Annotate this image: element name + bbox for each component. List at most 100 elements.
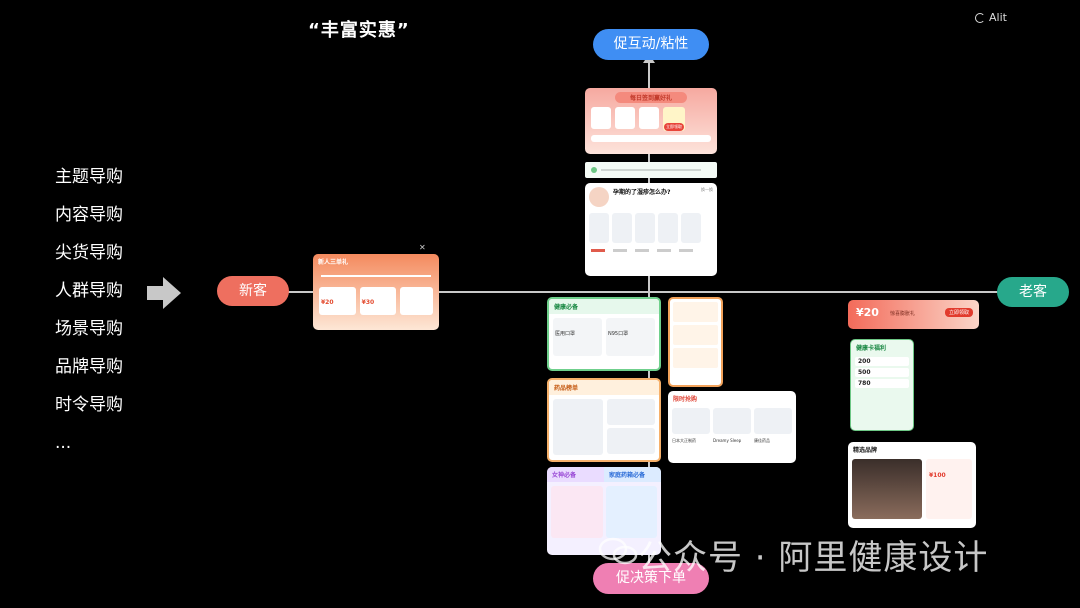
health-product-name: 医用口罩 <box>555 331 576 337</box>
health-product-name: N95口罩 <box>608 331 629 337</box>
product-thumb <box>672 408 710 434</box>
daily-claim-box[interactable]: 立即领取 <box>663 107 685 131</box>
watermark-label: 公众号 · 阿里健康设计 <box>638 538 989 578</box>
tip-dot-icon <box>591 167 597 173</box>
brand-card-header: 精选品牌 <box>853 447 878 454</box>
flash-product-name: 日本大正制药 <box>672 438 696 443</box>
health-product[interactable]: 医用口罩 <box>553 318 602 356</box>
vip-card-header: 健康卡福利 <box>856 345 887 352</box>
loyalty-coupon-card: ¥20 惊喜膨胀礼 立即领取 <box>848 300 979 329</box>
brand-promo[interactable]: ¥100 <box>926 459 972 519</box>
vip-row[interactable]: 780 <box>855 379 909 388</box>
product-thumb <box>612 213 632 243</box>
vip-value: 500 <box>858 369 871 376</box>
content-tab-row <box>585 245 717 256</box>
product-thumb <box>615 107 635 129</box>
axis-label-right: 老客 <box>997 277 1069 307</box>
newcomer-coupon-amount: ¥20 <box>321 299 334 306</box>
guide-item-season: 时令导购 <box>55 395 123 415</box>
right-arrow-icon <box>147 277 181 309</box>
axis-label-left: 新客 <box>217 276 289 306</box>
flash-product[interactable]: 日本大正制药 <box>672 408 710 444</box>
drug-ranking-card: 药品榜单 <box>547 378 661 462</box>
medicine-box-header: 家庭药箱必备 <box>604 467 661 482</box>
brand-ring-icon <box>975 12 985 23</box>
guide-item-more: ... <box>55 433 72 453</box>
health-card-header: 健康必备 <box>549 299 659 314</box>
newcomer-gift-card: 新人三单礼 ¥20 ¥30 <box>313 254 439 330</box>
guide-item-crowd: 人群导购 <box>55 281 123 301</box>
newcomer-coupon[interactable]: ¥30 <box>359 287 397 315</box>
product-list-card <box>668 297 723 387</box>
vip-row[interactable]: 200 <box>855 357 909 366</box>
ranking-product[interactable] <box>607 399 655 425</box>
product-thumb <box>591 107 611 129</box>
content-refresh-link[interactable]: 换一换 <box>701 187 713 192</box>
vip-value: 200 <box>858 358 871 365</box>
flash-product[interactable]: Dreamy Sleep <box>713 408 751 444</box>
content-tab[interactable] <box>635 249 649 252</box>
daily-checkin-card: 每日签到赢好礼 立即领取 <box>585 88 717 154</box>
product-thumb[interactable] <box>605 486 657 538</box>
axis-label-top: 促互动/粘性 <box>593 29 709 60</box>
female-card-header: 女神必备 <box>547 467 604 482</box>
brand-promo-amount: ¥100 <box>929 472 946 479</box>
vip-row[interactable]: 500 <box>855 368 909 377</box>
guide-item-theme: 主题导购 <box>55 167 123 187</box>
ranking-card-header: 药品榜单 <box>549 380 659 395</box>
product-thumb <box>639 107 659 129</box>
axis-label-bottom: 促决策下单 <box>593 563 709 594</box>
flash-product[interactable]: 康佳药品 <box>754 408 792 444</box>
newcomer-coupon[interactable]: ¥20 <box>319 287 356 315</box>
brand-pick-card: 精选品牌 ¥100 <box>848 442 976 528</box>
product-thumb[interactable] <box>551 486 603 538</box>
product-thumb <box>658 213 678 243</box>
flash-card-header: 限时抢购 <box>673 396 698 403</box>
guide-item-scene: 场景导购 <box>55 319 123 339</box>
daily-claim-button[interactable]: 立即领取 <box>664 123 684 131</box>
product-thumb <box>589 213 609 243</box>
flash-product-name: 康佳药品 <box>754 438 770 443</box>
tip-banner <box>585 162 717 178</box>
ranking-product[interactable] <box>607 428 655 454</box>
female-essentials-card: 女神必备 家庭药箱必备 <box>547 467 661 555</box>
product-thumb <box>681 213 701 243</box>
horizontal-axis <box>288 291 998 293</box>
product-thumb <box>754 408 792 434</box>
newcomer-product[interactable] <box>400 287 434 315</box>
coupon-amount: ¥20 <box>856 306 879 319</box>
newcomer-progress <box>321 275 431 277</box>
list-row[interactable] <box>673 348 718 368</box>
tip-line <box>601 169 701 171</box>
brand-logo: Alit <box>975 11 1007 24</box>
coupon-claim-button[interactable]: 立即领取 <box>944 308 973 317</box>
vip-value: 780 <box>858 380 871 387</box>
content-product-row <box>585 211 717 245</box>
content-tab[interactable] <box>679 249 693 252</box>
product-thumb <box>635 213 655 243</box>
guide-item-content: 内容导购 <box>55 205 123 225</box>
coupon-label: 惊喜膨胀礼 <box>890 311 916 317</box>
guide-list: 主题导购 内容导购 尖货导购 人群导购 场景导购 品牌导购 时令导购 ... <box>55 164 123 468</box>
wechat-icon <box>598 537 638 565</box>
brand-banner[interactable] <box>852 459 922 519</box>
content-tab[interactable] <box>591 249 605 252</box>
avatar <box>589 187 609 207</box>
list-row[interactable] <box>673 325 718 345</box>
content-question-card: 孕期的了湿疹怎么办? 换一换 <box>585 183 717 276</box>
flash-sale-card: 限时抢购 日本大正制药 Dreamy Sleep 康佳药品 <box>668 391 796 463</box>
content-tab[interactable] <box>613 249 627 252</box>
watermark-text: 公众号 · 阿里健康设计 <box>592 530 988 579</box>
health-product[interactable]: N95口罩 <box>606 318 655 356</box>
flash-product-name: Dreamy Sleep <box>713 438 742 443</box>
ranking-product-main[interactable] <box>553 399 603 455</box>
newcomer-coupon-amount: ¥30 <box>361 299 375 306</box>
daily-card-footer <box>591 135 711 142</box>
newcomer-card-header: 新人三单礼 <box>318 259 349 266</box>
guide-item-hot: 尖货导购 <box>55 243 123 263</box>
product-thumb <box>713 408 751 434</box>
content-tab[interactable] <box>657 249 671 252</box>
content-question: 孕期的了湿疹怎么办? <box>613 189 671 196</box>
list-row[interactable] <box>673 302 718 322</box>
close-icon[interactable]: ✕ <box>419 243 426 252</box>
